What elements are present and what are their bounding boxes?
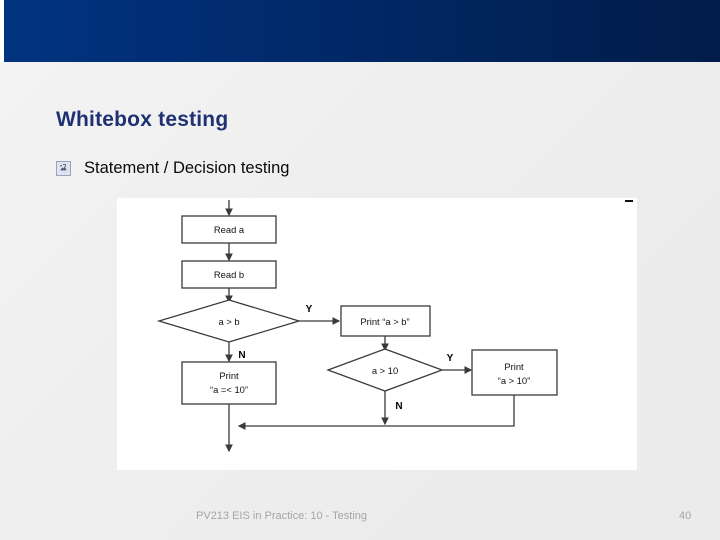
image-artifact-mark	[625, 200, 633, 202]
edge-print-a-gt-10-to-merge	[237, 395, 515, 430]
left-edge-strip	[0, 0, 4, 62]
bullet-item-label: Statement / Decision testing	[84, 159, 290, 177]
node-print-a-le-10-label-line1: Print	[219, 370, 239, 381]
page-number: 40	[679, 510, 692, 522]
branch-label-yes-1: Y	[306, 304, 313, 315]
bullet-item: Statement / Decision testing	[56, 159, 289, 178]
node-read-b-label: Read b	[214, 269, 244, 280]
branch-label-no-2: N	[395, 401, 402, 412]
node-read-a-label: Read a	[214, 224, 245, 235]
node-print-a-gt-b	[340, 305, 431, 337]
flowchart-image: Read a Read b a > b Y N Print “a > b” Pr…	[117, 198, 637, 470]
branch-label-no-1: N	[238, 350, 245, 361]
broken-image-icon	[56, 161, 71, 176]
slide-header-banner	[4, 0, 720, 62]
branch-label-yes-2: Y	[447, 353, 454, 364]
node-decision-a-gt-b-label: a > b	[218, 316, 239, 327]
node-print-a-gt-b-label: Print “a > b”	[360, 316, 409, 327]
node-print-a-le-10	[181, 361, 277, 405]
flowchart-svg: Read a Read b a > b Y N Print “a > b” Pr…	[156, 200, 558, 453]
node-print-a-gt-10-label-line1: Print	[504, 361, 524, 372]
node-decision-a-gt-10-label: a > 10	[372, 365, 398, 376]
node-print-a-gt-10	[471, 349, 558, 396]
node-read-a	[181, 215, 277, 244]
page-title: Whitebox testing	[56, 108, 229, 131]
node-print-a-le-10-label-line2: “a =< 10”	[210, 384, 248, 395]
node-print-a-gt-10-label-line2: “a > 10”	[498, 375, 531, 386]
slide-footer: PV213 EIS in Practice: 10 - Testing	[196, 510, 367, 522]
